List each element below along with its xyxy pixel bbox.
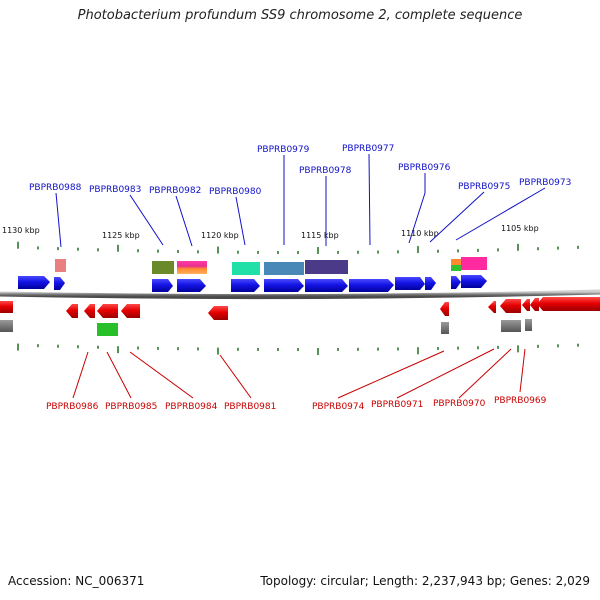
gene-label-bottom[interactable]: PBPRB0970	[433, 399, 486, 409]
scale-label: 1115 kbp	[301, 231, 339, 240]
forward-gene-arrow[interactable]	[395, 277, 425, 290]
forward-gene-arrow[interactable]	[54, 277, 65, 290]
gene-label-top[interactable]: PBPRB0977	[342, 144, 394, 154]
label-leaders-top	[55, 153, 546, 248]
reverse-gene-arrow[interactable]	[530, 298, 539, 311]
gene-labels-top: PBPRB0988 PBPRB0983 PBPRB0982 PBPRB0980 …	[29, 144, 571, 197]
feature-track-top	[55, 257, 487, 275]
gene-label-top[interactable]: PBPRB0975	[458, 182, 510, 192]
reverse-strand-genes	[0, 297, 600, 320]
feature-box	[461, 257, 487, 270]
forward-gene-arrow[interactable]	[177, 279, 206, 292]
reverse-gene-arrow[interactable]	[0, 301, 13, 313]
tick-marks-top	[17, 241, 579, 254]
forward-strand-genes	[18, 275, 487, 292]
gene-label-bottom[interactable]: PBPRB0984	[165, 402, 218, 412]
gene-label-top[interactable]: PBPRB0973	[519, 178, 571, 188]
reverse-gene-arrow[interactable]	[440, 302, 449, 316]
scale-label: 1130 kbp	[2, 226, 40, 235]
feature-box	[451, 259, 461, 265]
map-title: Photobacterium profundum SS9 chromosome …	[77, 8, 523, 23]
feature-box	[441, 322, 449, 334]
gene-label-top[interactable]: PBPRB0982	[149, 186, 201, 196]
forward-gene-arrow[interactable]	[264, 279, 304, 292]
forward-gene-arrow[interactable]	[152, 279, 173, 292]
forward-gene-arrow[interactable]	[231, 279, 260, 292]
feature-box	[264, 262, 304, 275]
gene-label-top[interactable]: PBPRB0979	[257, 145, 310, 155]
feature-box	[0, 320, 13, 332]
gene-label-bottom[interactable]: PBPRB0971	[371, 400, 423, 410]
reverse-gene-arrow[interactable]	[97, 304, 118, 318]
gene-label-bottom[interactable]: PBPRB0985	[105, 402, 157, 412]
feature-box	[152, 261, 174, 274]
feature-box	[177, 261, 207, 274]
gene-label-top[interactable]: PBPRB0978	[299, 166, 352, 176]
label-leaders-bottom	[72, 348, 526, 399]
feature-track-bottom	[0, 319, 532, 336]
feature-box	[97, 323, 118, 336]
feature-box	[501, 320, 521, 332]
accession-text: Accession: NC_006371	[8, 574, 145, 588]
feature-box	[305, 260, 348, 274]
forward-gene-arrow[interactable]	[305, 279, 348, 292]
gene-label-top[interactable]: PBPRB0980	[209, 187, 262, 197]
reverse-gene-arrow[interactable]	[84, 304, 95, 318]
reverse-gene-arrow[interactable]	[488, 301, 496, 313]
feature-box	[55, 259, 66, 272]
forward-gene-arrow[interactable]	[349, 279, 394, 292]
reverse-gene-arrow[interactable]	[66, 304, 78, 318]
gene-label-bottom[interactable]: PBPRB0986	[46, 402, 99, 412]
forward-gene-arrow[interactable]	[461, 275, 487, 288]
reverse-gene-arrow[interactable]	[121, 304, 140, 318]
feature-box	[525, 319, 532, 331]
reverse-gene-arrow[interactable]	[500, 299, 521, 313]
chromosome-backbone	[0, 289, 600, 300]
reverse-gene-arrow[interactable]	[537, 297, 600, 311]
scale-label: 1125 kbp	[102, 231, 140, 240]
gene-label-bottom[interactable]: PBPRB0981	[224, 402, 276, 412]
gene-label-top[interactable]: PBPRB0976	[398, 163, 451, 173]
scale-label: 1110 kbp	[401, 229, 439, 238]
gene-label-bottom[interactable]: PBPRB0974	[312, 402, 365, 412]
tick-marks-bottom	[17, 343, 579, 355]
genome-summary: Topology: circular; Length: 2,237,943 bp…	[260, 574, 590, 588]
forward-gene-arrow[interactable]	[425, 277, 436, 290]
feature-box	[451, 265, 461, 271]
reverse-gene-arrow[interactable]	[522, 299, 530, 311]
reverse-gene-arrow[interactable]	[208, 306, 228, 320]
gene-label-top[interactable]: PBPRB0988	[29, 183, 82, 193]
forward-gene-arrow[interactable]	[18, 276, 50, 289]
gene-labels-bottom: PBPRB0986 PBPRB0985 PBPRB0984 PBPRB0981 …	[46, 396, 547, 412]
scale-label: 1105 kbp	[501, 224, 539, 233]
gene-label-top[interactable]: PBPRB0983	[89, 185, 141, 195]
feature-box	[232, 262, 260, 275]
forward-gene-arrow[interactable]	[451, 276, 461, 289]
scale-label: 1120 kbp	[201, 231, 239, 240]
gene-label-bottom[interactable]: PBPRB0969	[494, 396, 547, 406]
